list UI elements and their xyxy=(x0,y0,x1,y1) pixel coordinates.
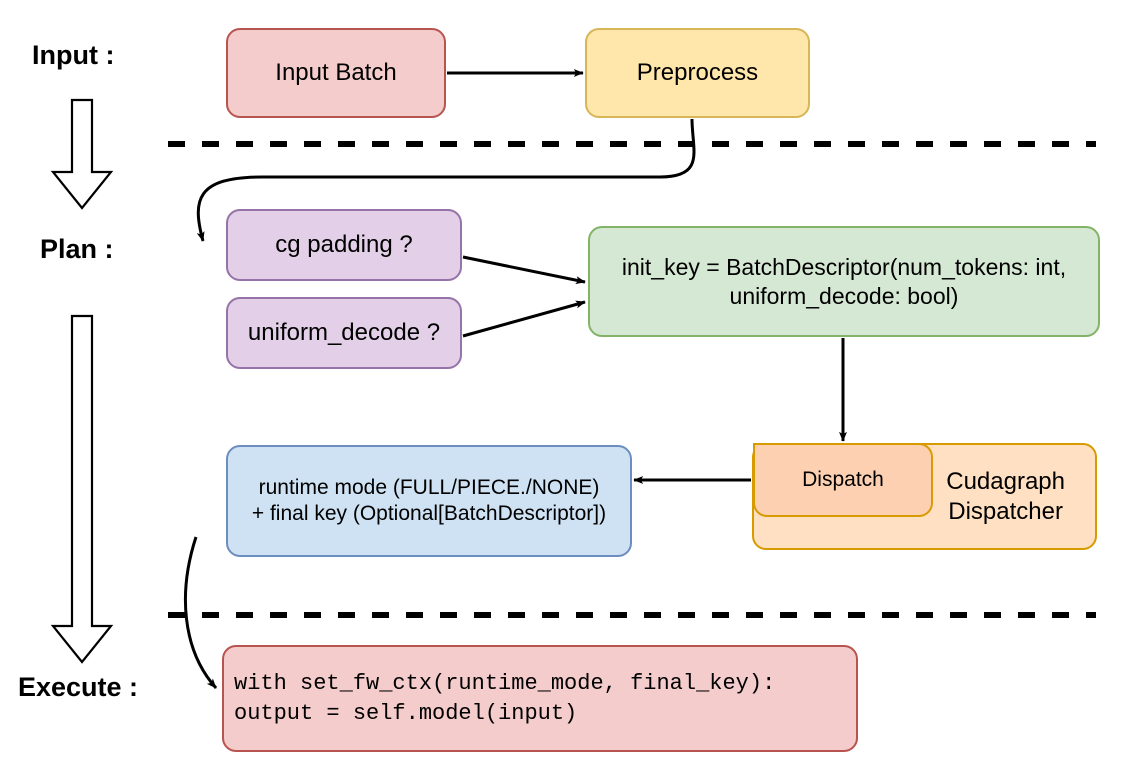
stage-label-execute: Execute : xyxy=(18,672,139,702)
node-preprocess[interactable]: Preprocess xyxy=(585,28,810,118)
node-init-key[interactable]: init_key = BatchDescriptor(num_tokens: i… xyxy=(588,226,1100,337)
node-input-batch[interactable]: Input Batch xyxy=(226,28,446,118)
edge-runtime-mode-to-execute-code xyxy=(183,536,218,689)
stage-label-plan: Plan : xyxy=(40,234,114,264)
edge-cg-padding-to-init-key xyxy=(462,255,586,285)
stage-label-input: Input : xyxy=(32,40,115,70)
node-execute-code[interactable]: with set_fw_ctx(runtime_mode, final_key)… xyxy=(222,645,858,752)
node-runtime-mode[interactable]: runtime mode (FULL/PIECE./NONE) + final … xyxy=(226,445,632,557)
input-to-plan-block-arrow xyxy=(50,98,114,210)
plan-to-execute-block-arrow xyxy=(50,314,114,664)
node-cg-padding[interactable]: cg padding ? xyxy=(226,209,462,281)
edge-uniform-decode-to-init-key xyxy=(462,300,586,338)
node-dispatch[interactable]: Dispatch xyxy=(753,443,933,517)
node-uniform-decode[interactable]: uniform_decode ? xyxy=(226,297,462,369)
